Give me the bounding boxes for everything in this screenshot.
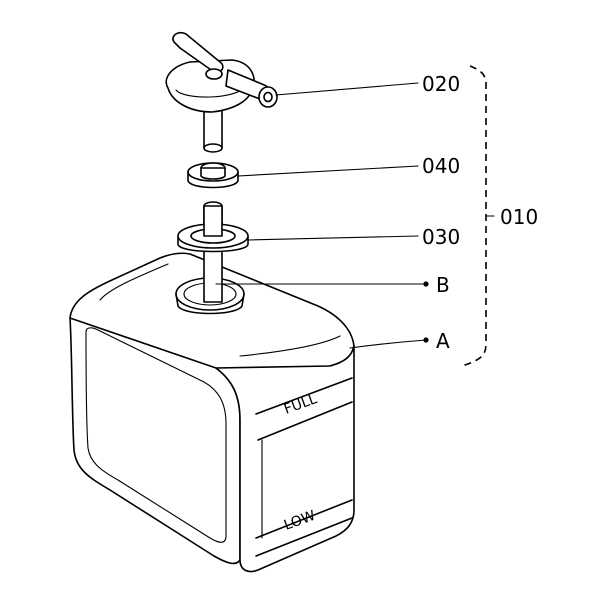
callout-040: 040: [422, 154, 460, 178]
reservoir-tank: FULL LOW: [69, 252, 355, 573]
washer-040: [187, 162, 239, 189]
callout-010: 010: [500, 205, 538, 229]
callout-030: 030: [422, 225, 460, 249]
callout-a: A: [436, 329, 450, 353]
assembly-bracket-010: [461, 65, 495, 367]
gasket-030: [177, 205, 249, 253]
pump-head-020: [165, 31, 278, 153]
callout-b: B: [436, 273, 450, 297]
callout-020: 020: [422, 72, 460, 96]
leader-lines: [215, 82, 429, 349]
